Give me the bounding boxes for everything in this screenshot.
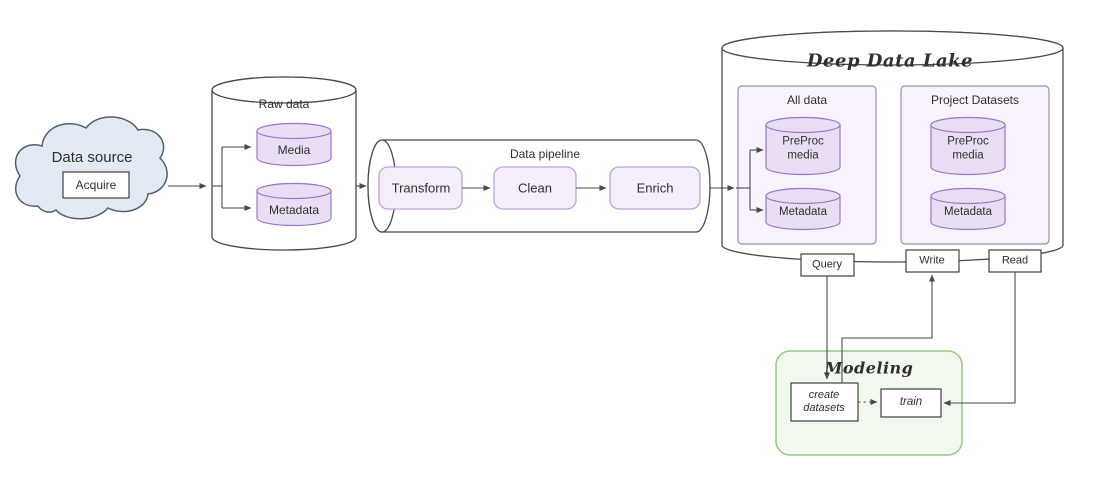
create-datasets-label: create datasets bbox=[803, 389, 845, 414]
preproc-media-cylinder-all-data bbox=[765, 116, 841, 176]
deep-data-lake-title: Deep Data Lake bbox=[806, 50, 974, 72]
read-label: Read bbox=[1001, 254, 1029, 267]
acquire-label: Acquire bbox=[75, 177, 117, 192]
arrow-read-to-train bbox=[943, 272, 1016, 406]
enrich-label: Enrich bbox=[636, 180, 674, 196]
train-box bbox=[880, 388, 942, 418]
arrow-create-datasets-to-write bbox=[841, 274, 935, 383]
preproc-media-cylinder-project bbox=[930, 116, 1006, 176]
all-data-title: All data bbox=[786, 92, 828, 107]
clean-label: Clean bbox=[518, 180, 552, 196]
write-box bbox=[905, 249, 960, 273]
metadata-project-label: Metadata bbox=[944, 206, 992, 219]
preproc-media-project-label: PreProc media bbox=[947, 135, 989, 161]
metadata-all-label: Metadata bbox=[779, 206, 827, 219]
project-datasets-title: Project Datasets bbox=[930, 92, 1020, 107]
write-label: Write bbox=[919, 254, 945, 267]
raw-data-title: Raw data bbox=[258, 96, 310, 111]
media-label: Media bbox=[277, 142, 311, 157]
data-pipeline-title: Data pipeline bbox=[509, 146, 581, 161]
metadata-cylinder-project bbox=[930, 187, 1006, 231]
acquire-box bbox=[62, 171, 130, 199]
transform-label: Transform bbox=[391, 180, 451, 196]
metadata-cylinder-raw bbox=[256, 182, 332, 227]
query-label: Query bbox=[812, 258, 842, 271]
enrich-box bbox=[609, 166, 701, 210]
metadata-raw-label: Metadata bbox=[268, 202, 320, 217]
media-cylinder bbox=[256, 122, 332, 167]
train-label: train bbox=[899, 396, 923, 409]
data-source-title: Data source bbox=[51, 149, 133, 167]
metadata-cylinder-all-data bbox=[765, 187, 841, 231]
modeling-title: Modeling bbox=[824, 358, 914, 378]
preproc-media-all-label: PreProc media bbox=[782, 135, 824, 161]
data-source-cloud bbox=[14, 116, 168, 220]
